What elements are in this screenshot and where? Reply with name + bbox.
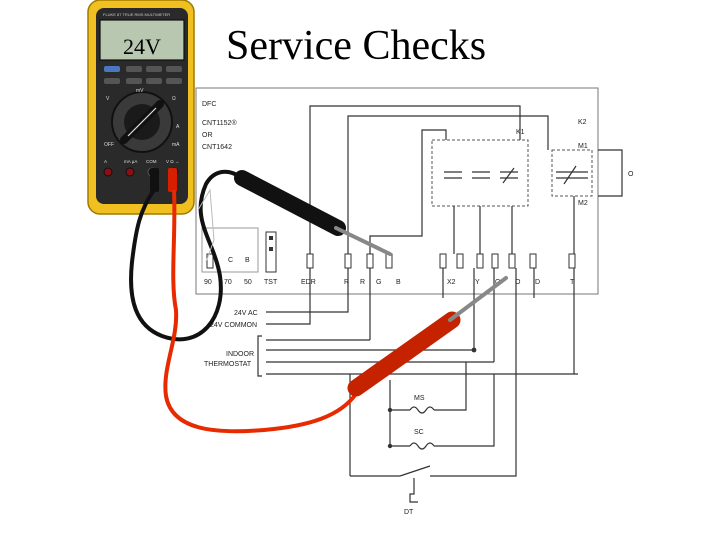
test-leads <box>129 169 508 434</box>
relay-side-label: O <box>628 171 634 178</box>
dial-label-mv: mV <box>136 88 144 94</box>
board-label-cnt1642: CNT1642 <box>202 144 232 151</box>
relay-label-m2: M2 <box>578 200 588 207</box>
dial-label-a: A <box>176 124 180 130</box>
board-label-cnt1152: CNT1152® <box>202 119 237 127</box>
black-lead-wire <box>129 169 244 342</box>
red-plug <box>168 168 177 192</box>
meter-brand: FLUKE 87 TRUE RMS MULTIMETER <box>103 12 170 17</box>
meter-button-1[interactable] <box>104 66 120 72</box>
terminal-70: 70 <box>224 279 232 286</box>
red-lead-wire <box>163 189 358 434</box>
jumper-label-c: C <box>228 257 233 264</box>
black-probe <box>234 170 346 236</box>
jack-a[interactable] <box>103 167 113 177</box>
switch-label-dt: DT <box>404 509 414 516</box>
jack-label-volt: V Ω → <box>166 159 179 164</box>
jack-label-com: COM <box>146 159 157 164</box>
dial-label-ma: mA <box>172 142 180 148</box>
terminal-tst: TST <box>264 279 278 286</box>
dial-label-ohm: Ω <box>172 96 176 102</box>
terminal-r1: R <box>344 279 349 286</box>
terminal-50: 50 <box>244 279 252 286</box>
terminal-b: B <box>396 279 401 286</box>
terminal-g: G <box>376 279 381 286</box>
meter-button-2[interactable] <box>126 66 142 72</box>
red-probe <box>347 311 461 397</box>
relay-label-k2: K2 <box>578 119 587 126</box>
terminal-edr: EDR <box>301 279 316 286</box>
terminal-y: Y <box>475 279 480 286</box>
meter-display <box>99 19 185 61</box>
meter-button-3[interactable] <box>146 66 162 72</box>
terminal-x2: X2 <box>447 279 456 286</box>
switch-label-sc: SC <box>414 429 424 436</box>
board-traces <box>309 105 575 254</box>
dial-label-off: OFF <box>104 142 114 148</box>
dial-label-v: V <box>106 96 110 102</box>
terminal-r2: R <box>360 279 365 286</box>
meter-display-reading: 24V <box>123 34 161 59</box>
black-probe-tip <box>334 226 392 256</box>
external-wiring: 24V AC 24V COMMON INDOOR THERMOSTAT MS S… <box>204 268 578 516</box>
jumper-block: C B <box>201 227 277 273</box>
thermostat-label-indoor: INDOOR <box>226 351 254 358</box>
terminal-90: 90 <box>204 279 212 286</box>
supply-label-24v-ac: 24V AC <box>234 310 258 317</box>
red-probe-tip <box>448 276 508 322</box>
jack-label-a: A <box>104 159 107 164</box>
meter-button-4[interactable] <box>166 66 182 72</box>
black-plug <box>150 168 159 192</box>
thermostat-label-thermostat: THERMOSTAT <box>204 361 252 368</box>
terminal-d: D <box>535 279 540 286</box>
jumper-label-b: B <box>245 257 250 264</box>
switch-label-ms: MS <box>414 395 425 402</box>
terminal-t: T <box>570 279 575 286</box>
board-label-or: OR <box>202 132 213 139</box>
jack-ma[interactable] <box>125 167 135 177</box>
jack-label-ma: mA µA <box>124 159 137 164</box>
board-label-dfc: DFC <box>202 101 216 108</box>
multimeter: FLUKE 87 TRUE RMS MULTIMETER 24V OFF V m… <box>87 0 195 215</box>
relay-label-m1: M1 <box>578 143 588 150</box>
terminal-o2: O <box>515 279 521 286</box>
slide-title: Service Checks <box>226 23 487 69</box>
supply-label-24v-common: 24V COMMON <box>210 322 257 329</box>
